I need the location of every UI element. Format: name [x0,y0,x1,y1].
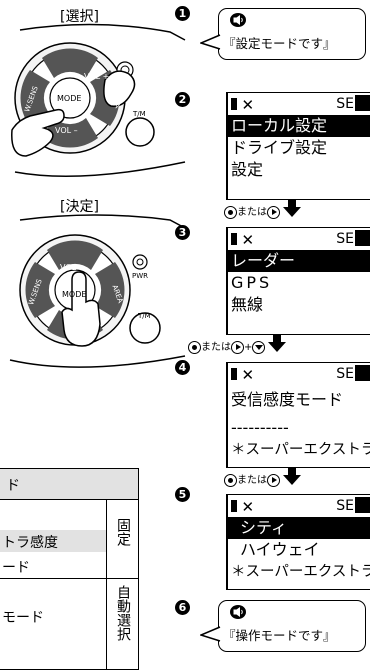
tm-label-2: T/M [138,312,151,320]
mode-table: ド トラ感度 ード 固定 モード 自動選択 [0,468,139,670]
device-bottom-image [9,214,186,368]
lcd5-status-text: SE [336,498,354,514]
step-number-4: 4 [175,360,190,375]
lcd4-row-1: 受信感度モード [231,390,344,409]
speaker-icon [230,13,246,27]
speech-text-1: 『設定モードです』 [223,36,336,51]
bubble-pointer-6 [200,626,221,642]
lcd2-status-text: SE [336,96,354,112]
table-row-1: トラ感度 ード 固定 [0,500,138,579]
row1-side-cell: 固定 [106,500,139,578]
caption-decide: [決定] [60,199,99,215]
tm-label: T/M [133,110,146,118]
lcd5-status-bar: ✕ SE [228,495,370,517]
lcd-screen-3: ✕ SE レーダー GPS 無線 [226,227,370,335]
hint-or-2: または [201,342,231,353]
hand-pointer-icon [11,70,136,157]
row1-highlight [0,530,106,552]
step-number-5: 5 [175,487,190,502]
lcd2-row-2: ドライブ設定 [231,138,328,157]
bubble-pointer-1 [200,34,221,50]
table-row-2: モード 自動選択 [0,579,138,669]
lcd5-row-3: ＊スーパーエクストラ [231,564,370,580]
speech-bubble-6: 『操作モードです』 [218,600,366,652]
lcd2-status-box [355,95,370,111]
step-number-3: 3 [175,225,190,240]
antenna-icon: ✕ [241,366,255,384]
lcd2-row-1: ローカル設定 [228,115,370,137]
row1-text1: トラ感度 [2,535,58,551]
antenna-icon: ✕ [241,498,255,516]
hint-3-4: または + [188,335,287,354]
lcd-screen-4: ✕ SE 受信感度モード ---------- ＊スーパーエクストラ [226,362,370,468]
hint-or-3: または [237,475,267,486]
speech-bubble-1: 『設定モードです』 [218,8,366,60]
right-button-icon [267,473,280,487]
hint-plus: + [244,342,253,353]
table-header-text: ド [6,478,20,494]
lcd2-row-3: 設定 [231,160,264,179]
right-button-icon [231,340,244,354]
step-number-2: 2 [175,92,190,107]
right-button-icon [267,205,280,219]
vol-plus-label: VOL + [84,72,110,81]
row2-side: 自動選択 [115,585,131,641]
lcd4-status-box [355,365,370,381]
row2-text: モード [2,610,44,626]
lcd3-status-box [355,230,370,246]
table-header: ド [0,469,138,500]
lcd5-row-1: シティ [228,517,370,539]
battery-icon [231,368,237,380]
lcd3-row-2: GPS [231,273,273,292]
hint-or-1: または [237,207,267,218]
center-button-icon [188,340,201,354]
vol-minus-label: VOL – [55,126,78,135]
battery-icon [231,98,237,110]
row1-side: 固定 [115,518,131,546]
step-number-1: 1 [175,6,190,21]
lcd-screen-5: ✕ SE シティ ハイウェイ ＊スーパーエクストラ [226,494,370,590]
lcd3-row-3: 無線 [231,295,264,314]
vol-plus-label-2: VOL + [60,263,86,272]
lcd3-row-1: レーダー [228,250,370,272]
mode-label-2: MODE [62,290,87,299]
lcd4-row-2: ---------- [231,418,289,437]
down-arrow-icon [283,200,301,217]
lcd3-status-bar: ✕ SE [228,228,370,250]
speaker-icon [230,605,246,619]
device-top-image [11,23,186,177]
lcd4-status-text: SE [336,366,354,382]
lcd2-status-bar: ✕ SE [228,93,370,115]
lcd4-row-3: ＊スーパーエクストラ [231,442,370,458]
battery-icon [231,500,237,512]
down-button-icon [252,340,266,354]
hint-2-3: または [224,200,301,219]
pwr-label: PWR [132,272,149,280]
speech-text-6: 『操作モードです』 [223,628,336,643]
lcd4-status-bar: ✕ SE [228,363,370,385]
center-button-icon [224,473,237,487]
lcd5-row-2: ハイウェイ [240,540,320,559]
row2-side-cell: 自動選択 [106,579,139,669]
hint-4-5: または [224,468,301,487]
down-arrow-icon [283,468,301,485]
lcd-screen-2: ✕ SE ローカル設定 ドライブ設定 設定 [226,92,370,200]
down-arrow-icon [268,335,287,352]
step-number-6: 6 [175,600,190,615]
hand-pointer-icon [61,271,101,347]
row1-text2: ード [2,560,30,576]
antenna-icon: ✕ [241,96,255,114]
battery-icon [231,233,237,245]
caption-select: [選択] [60,9,99,25]
center-button-icon [224,205,237,219]
mode-label: MODE [57,94,82,103]
lcd5-status-box [355,497,370,513]
antenna-icon: ✕ [241,231,255,249]
lcd3-status-text: SE [336,231,354,247]
